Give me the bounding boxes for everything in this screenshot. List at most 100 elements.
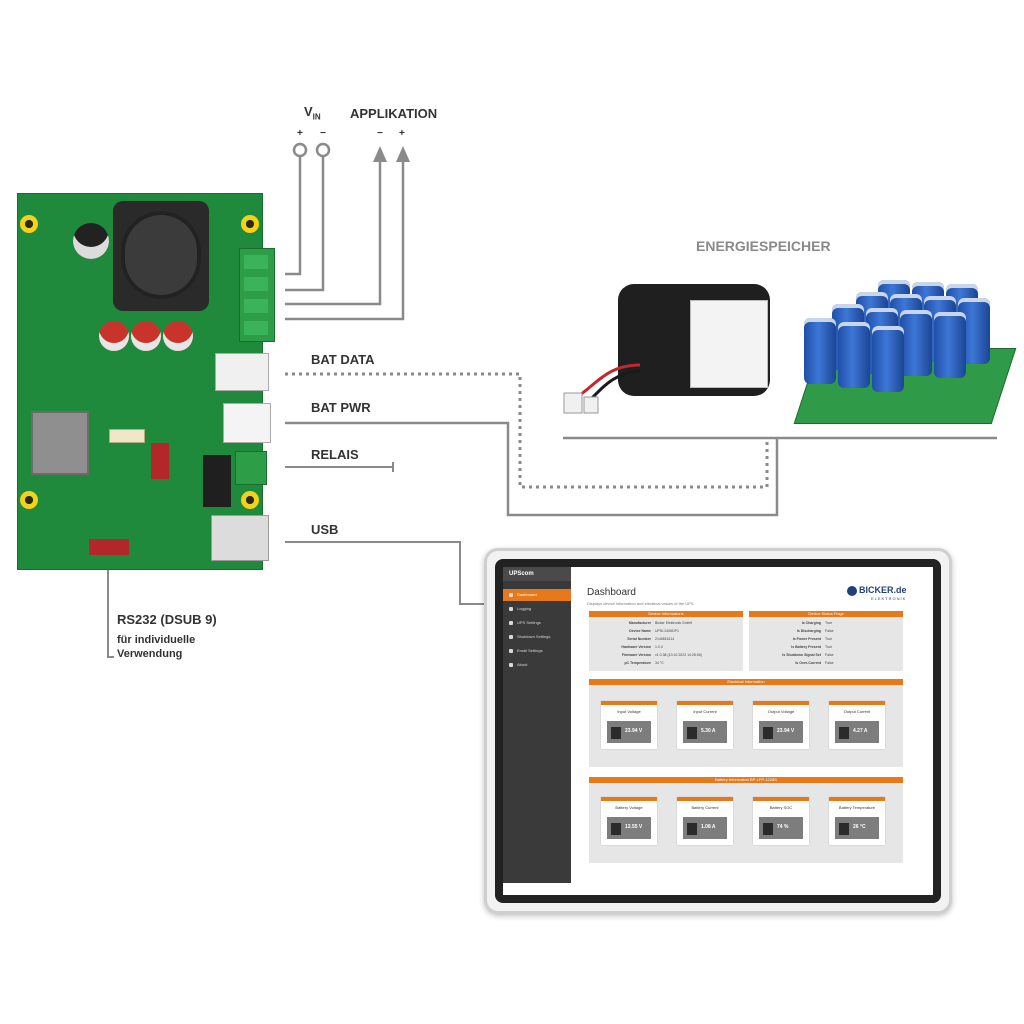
nav-email-settings[interactable]: Email Settings: [503, 645, 571, 657]
vin-minus-wire: [285, 156, 325, 292]
supercap-array: [800, 280, 1000, 420]
battery-cables: [563, 363, 641, 414]
input-voltage-card: Input Voltage 23.94 V: [601, 701, 657, 749]
app-plus-wire: [285, 156, 405, 321]
rs232-label: RS232 (DSUB 9): [117, 612, 217, 627]
battery-icon: [687, 823, 697, 835]
tablet-device: UPScom Dashboard Logging UPS Settings Sh…: [484, 548, 952, 914]
settings-icon: [509, 621, 513, 625]
app-plus-sign: +: [399, 128, 405, 139]
bat-pwr-line: [285, 421, 779, 517]
bat-pwr-connector: [223, 403, 271, 443]
pin-header-red: [151, 443, 169, 479]
app-minus-sign: −: [377, 128, 383, 139]
rs232-note-1: für individuelle: [117, 634, 196, 646]
voltage-icon: [611, 727, 621, 739]
device-info-title: Device Informations: [589, 611, 743, 617]
usb-label: USB: [311, 522, 339, 537]
output-current-card: Output Current 4.27 A: [829, 701, 885, 749]
inductor: [113, 201, 209, 311]
nav-ups-settings[interactable]: UPS Settings: [503, 617, 571, 629]
battery-panel: Battery Information BP-LFP-1228S Battery…: [589, 777, 903, 863]
mount-hole-br: [241, 491, 259, 509]
electrical-title: Electrical Information: [589, 679, 903, 685]
nav-logging[interactable]: Logging: [503, 603, 571, 615]
mount-hole-tl: [20, 215, 38, 233]
applikation-label: APPLIKATION: [350, 106, 438, 121]
battery-title: Battery Information BP-LFP-1228S: [589, 777, 903, 783]
rs232-note-2: Verwendung: [117, 648, 183, 660]
info-icon: [509, 663, 513, 667]
status-flags-title: Device Status Flags: [749, 611, 903, 617]
mount-hole-tr: [241, 215, 259, 233]
rs232-header: [89, 539, 129, 555]
power-icon: [509, 635, 513, 639]
bat-data-connector: [215, 353, 269, 391]
battery-temperature-card: Battery Temperature 26 °C: [829, 797, 885, 845]
battery-label-sticker: [690, 300, 768, 388]
nav-about[interactable]: About: [503, 659, 571, 671]
electrical-panel: Electrical Information Input Voltage 23.…: [589, 679, 903, 767]
app-plus-arrow: [396, 146, 410, 162]
bicker-logo-sub: ELEKTRONIK: [871, 596, 907, 601]
vin-label-main: V: [304, 104, 313, 119]
fuse: [109, 429, 145, 443]
page-title: Dashboard: [587, 587, 636, 598]
current-icon: [687, 727, 697, 739]
thermometer-icon: [839, 823, 849, 835]
app-minus-wire: [285, 156, 382, 306]
output-voltage-card: Output Voltage 23.94 V: [753, 701, 809, 749]
relais-label: RELAIS: [311, 447, 359, 462]
capacitor-red-2: [131, 321, 161, 351]
battery-voltage-card: Battery Voltage 13.55 V: [601, 797, 657, 845]
battery-current-card: Battery Current 1.08 A: [677, 797, 733, 845]
battery-soc-card: Battery SOC 74 %: [753, 797, 809, 845]
bat-data-label: BAT DATA: [311, 352, 375, 367]
energiespeicher-label: ENERGIESPEICHER: [696, 238, 831, 254]
relais-connector: [235, 451, 267, 485]
app-minus-arrow: [373, 146, 387, 162]
ups-pcb-board: [17, 193, 275, 570]
logging-icon: [509, 607, 513, 611]
bicker-logo-icon: [847, 586, 857, 596]
mount-hole-bl: [20, 491, 38, 509]
app-brand: UPScom: [503, 567, 571, 581]
usb-line: [285, 541, 500, 605]
usb-connector: [211, 515, 269, 561]
battery-icon: [611, 823, 621, 835]
vin-plus-sign: +: [297, 128, 303, 139]
dashboard-sidebar: UPScom Dashboard Logging UPS Settings Sh…: [503, 567, 571, 883]
rs232-line: [107, 560, 114, 658]
dashboard-icon: [509, 593, 513, 597]
bicker-logo: BICKER.de: [859, 585, 907, 595]
ic-black: [203, 455, 231, 507]
capacitor-red-1: [99, 321, 129, 351]
current-icon: [839, 727, 849, 739]
input-current-card: Input Current 5.30 A: [677, 701, 733, 749]
vin-plus-wire: [285, 156, 302, 276]
nav-dashboard[interactable]: Dashboard: [503, 589, 571, 601]
capacitor-red-3: [163, 321, 193, 351]
nav-shutdown-settings[interactable]: Shutdown Settings: [503, 631, 571, 643]
email-icon: [509, 649, 513, 653]
vin-label-sub: IN: [312, 112, 321, 122]
battery-icon: [763, 823, 773, 835]
capacitor-black: [73, 223, 109, 259]
vin-label: VIN: [304, 104, 321, 122]
vin-minus-terminal: [315, 142, 331, 158]
relais-line: [285, 462, 394, 472]
